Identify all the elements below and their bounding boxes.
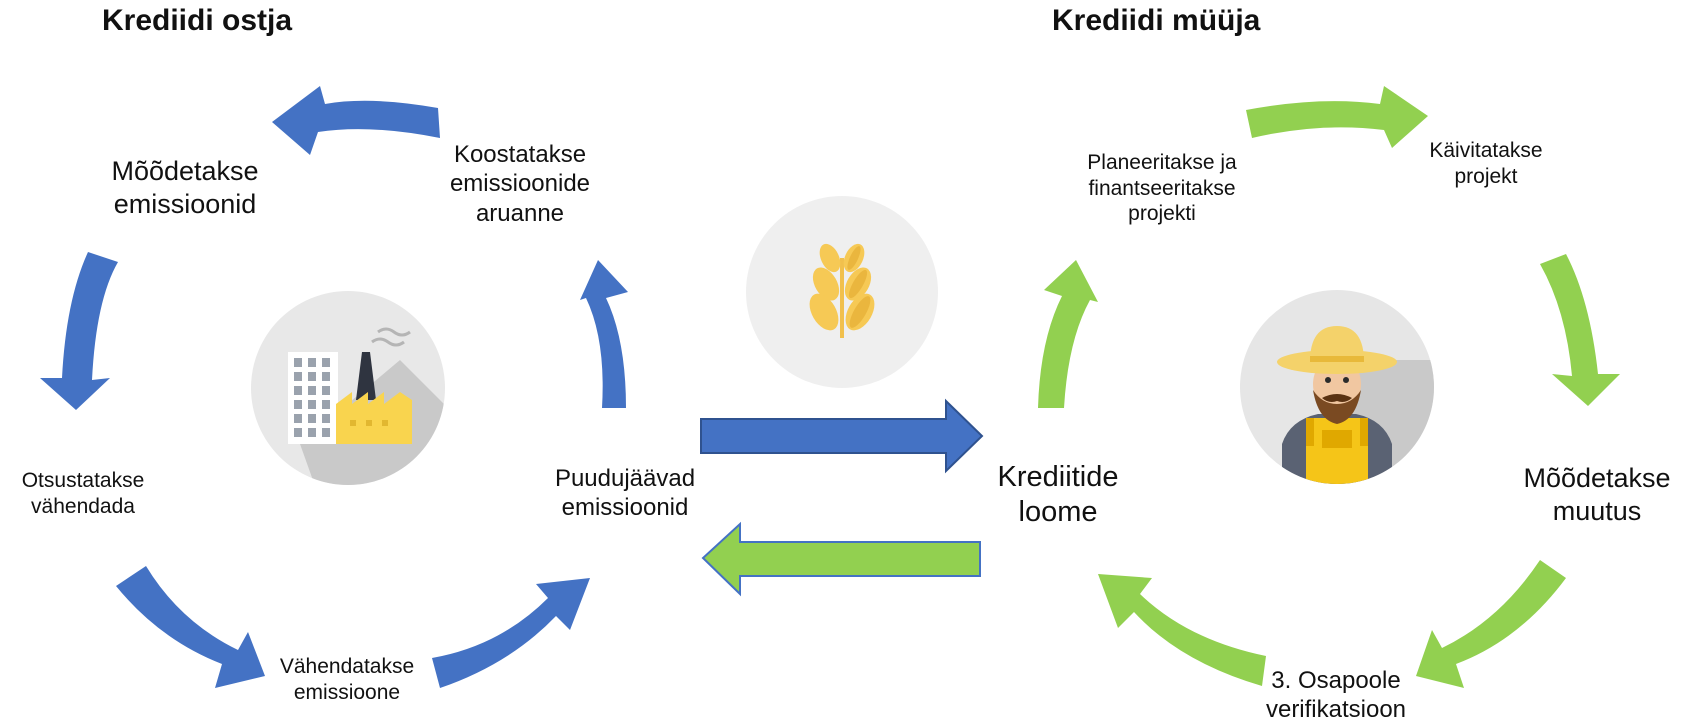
factory-icon [251,291,445,485]
seller-title: Krediidi müüja [1052,4,1261,37]
cycle-arrow-bottom-left [116,566,265,688]
step-third-party-verification: 3. Osapoole verifikatsioon [1265,667,1407,724]
cycle-arrow-left-up [1038,260,1098,408]
step-decide-reduce: Otsustatakse vähendada [21,469,145,518]
step-measure-change: Mõõdetakse muutus [1523,463,1671,526]
wheat-icon [746,196,938,388]
cycle-arrow-bottom-right-green [1416,560,1566,688]
buyer-title: Krediidi ostja [102,4,293,37]
step-launch-project: Käivitatakse projekt [1429,139,1543,188]
step-credit-creation: Krediitide loome [997,461,1119,529]
cycle-arrow-bottom-right [432,578,590,688]
step-reduce-emissions: Vähendatakse emissioone [279,655,415,704]
cycle-arrow-bottom-left-green [1098,574,1266,686]
step-plan-finance-project: Planeeritakse ja finantseeritakse projek… [1087,151,1237,226]
transfer-arrow-right [700,398,984,474]
cycle-arrow-right-down [1540,254,1620,406]
step-measure-emissions: Mõõdetakse emissioonid [111,156,259,219]
farmer-icon [1240,290,1434,484]
step-emissions-report: Koostatakse emissioonide aruanne [449,141,591,227]
transfer-arrow-left [701,521,981,597]
cycle-arrow-right-up [580,260,628,408]
cycle-arrow-left-down [40,252,118,410]
cycle-arrow-top-right [1246,86,1428,148]
step-missing-emissions: Puudujäävad emissioonid [554,465,696,522]
cycle-arrow-top-left [272,86,440,155]
